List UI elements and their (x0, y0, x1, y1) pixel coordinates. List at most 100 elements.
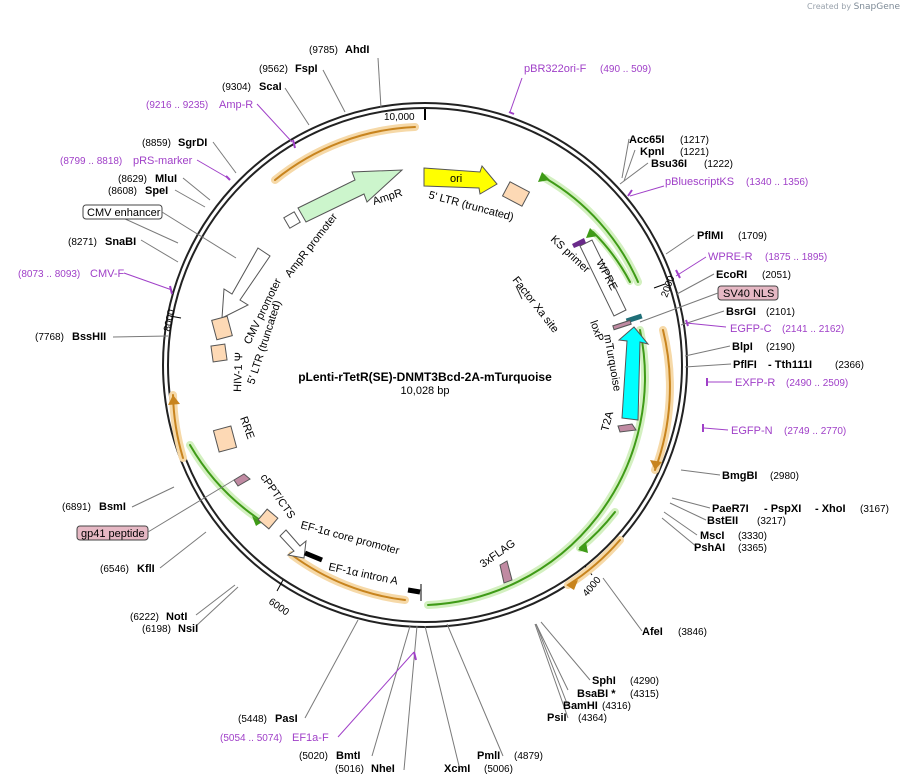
primer-position: (8799 .. 8818) (60, 156, 122, 167)
enzyme-position: (6546) (100, 564, 129, 575)
t2a-marker (617, 423, 637, 433)
tick-label-6000: 6000 (266, 596, 291, 618)
sv40-nls-label: SV40 NLS (723, 288, 774, 300)
enzyme-position: (4290) (630, 676, 659, 687)
ampr-promoter-box (283, 211, 301, 229)
primer-name: pRS-marker (133, 155, 193, 167)
enzyme-position: (3217) (757, 516, 786, 527)
enzyme-position: (4316) (602, 701, 631, 712)
primer-position: (2141 .. 2162) (782, 324, 844, 335)
ef1a-core-label: EF-1α core promoter (299, 519, 401, 557)
ampr-arrow (297, 169, 404, 223)
rre-label: RRE (237, 415, 256, 441)
rre-box (212, 425, 238, 453)
primer-position: (8073 .. 8093) (18, 269, 80, 280)
primer-name: pBluescriptKS (665, 176, 734, 188)
loxp-label: loxP (587, 319, 606, 343)
nls-mini-box (612, 319, 632, 331)
primer-name: EXFP-R (735, 377, 775, 389)
ef1a-intron-end (407, 587, 421, 595)
tick-label-8000: 8000 (162, 308, 177, 332)
primer-name: CMV-F (90, 268, 125, 280)
enzyme-position: (6198) (142, 624, 171, 635)
enzyme-position: (9304) (222, 82, 251, 93)
enzyme-name: KflI (137, 563, 155, 575)
enzyme-position: (3365) (738, 543, 767, 554)
enzyme-position: (3846) (678, 627, 707, 638)
ori-arrow (423, 164, 498, 195)
cmv-promoter-arrow (221, 247, 271, 319)
enzyme-name: SnaBI (105, 236, 136, 248)
primer-position: (9216 .. 9235) (146, 100, 208, 111)
primer-name: EGFP-C (730, 323, 772, 335)
enzyme-name: BmgBI (722, 470, 757, 482)
enzyme-name: AhdI (345, 44, 369, 56)
enzyme-name: BstEII (707, 515, 738, 527)
primer-leader-lines (123, 77, 732, 738)
enzyme-position: (5006) (484, 764, 513, 775)
enzyme-position: (9562) (259, 64, 288, 75)
enzyme-name: MluI (155, 173, 177, 185)
enzyme-name: BssHII (72, 331, 106, 343)
enzyme-leader-lines (111, 57, 732, 771)
enzyme-labels: (9785) AhdI (9562) FspI (9304) ScaI (885… (35, 44, 889, 775)
enzyme-position: (2051) (762, 270, 791, 281)
enzyme-position: (5016) (335, 764, 364, 775)
enzyme-position: (7768) (35, 332, 64, 343)
enzyme-position: (1709) (738, 231, 767, 242)
enzyme-position: (2980) (770, 471, 799, 482)
enzyme-name: BamHI (563, 700, 598, 712)
snapgene-credit: Created by SnapGene (807, 2, 900, 12)
enzyme-name: - PspXI (764, 503, 801, 515)
enzyme-position: (2101) (766, 307, 795, 318)
ef1a-intron-bar (304, 550, 323, 563)
enzyme-position: (6891) (62, 502, 91, 513)
ef1a-core-arrow (279, 529, 307, 559)
plasmid-length: 10,028 bp (401, 385, 450, 397)
cmv-enhancer-label: CMV enhancer (87, 207, 161, 219)
enzyme-name: BlpI (732, 341, 753, 353)
primer-name: pBR322ori-F (524, 63, 587, 75)
enzyme-name: PflFI (733, 359, 757, 371)
enzyme-name: Bsu36I (651, 158, 687, 170)
enzyme-position: (9785) (309, 45, 338, 56)
enzyme-name: PasI (275, 713, 298, 725)
enzyme-name: BsaBI * (577, 688, 616, 700)
primer-position: (1875 .. 1895) (765, 252, 827, 263)
enzyme-name: EcoRI (716, 269, 747, 281)
enzyme-name: - XhoI (815, 503, 846, 515)
ori-label: ori (450, 173, 462, 185)
hiv-psi-label: HIV-1 Ψ (232, 352, 245, 392)
enzyme-name: MscI (700, 530, 724, 542)
enzyme-name: XcmI (444, 763, 470, 775)
enzyme-position: (8629) (118, 174, 147, 185)
enzyme-name: NsiI (178, 623, 198, 635)
enzyme-position: (2366) (835, 360, 864, 371)
enzyme-position: (8608) (108, 186, 137, 197)
backbone-inner-ring (167, 107, 683, 623)
enzyme-position: (8271) (68, 237, 97, 248)
enzyme-name: PflMI (697, 230, 723, 242)
primer-position: (2749 .. 2770) (784, 426, 846, 437)
ltr5-box (501, 181, 531, 207)
enzyme-name: SgrDI (178, 137, 207, 149)
gp41-peptide-label: gp41 peptide (81, 528, 145, 540)
enzyme-position: (4315) (630, 689, 659, 700)
enzyme-name: SpeI (145, 185, 168, 197)
plasmid-name: pLenti-rTetR(SE)-DNMT3Bcd-2A-mTurquoise (298, 370, 552, 384)
enzyme-name: BsmI (99, 501, 126, 513)
enzyme-name: KpnI (640, 146, 664, 158)
hiv-psi-box (210, 343, 228, 363)
enzyme-name: ScaI (259, 81, 282, 93)
tick-label-10000: 10,000 (384, 112, 415, 123)
primer-name: EGFP-N (731, 425, 773, 437)
enzyme-position: (4364) (578, 713, 607, 724)
enzyme-name: BmtI (336, 750, 360, 762)
primer-position: (1340 .. 1356) (746, 177, 808, 188)
mturquoise-label: mTurquoise (601, 333, 623, 392)
snapgene-logo-text: SnapGene (853, 2, 900, 12)
enzyme-name: Acc65I (629, 134, 664, 146)
enzyme-name: PshAI (694, 542, 725, 554)
primer-name: WPRE-R (708, 251, 753, 263)
